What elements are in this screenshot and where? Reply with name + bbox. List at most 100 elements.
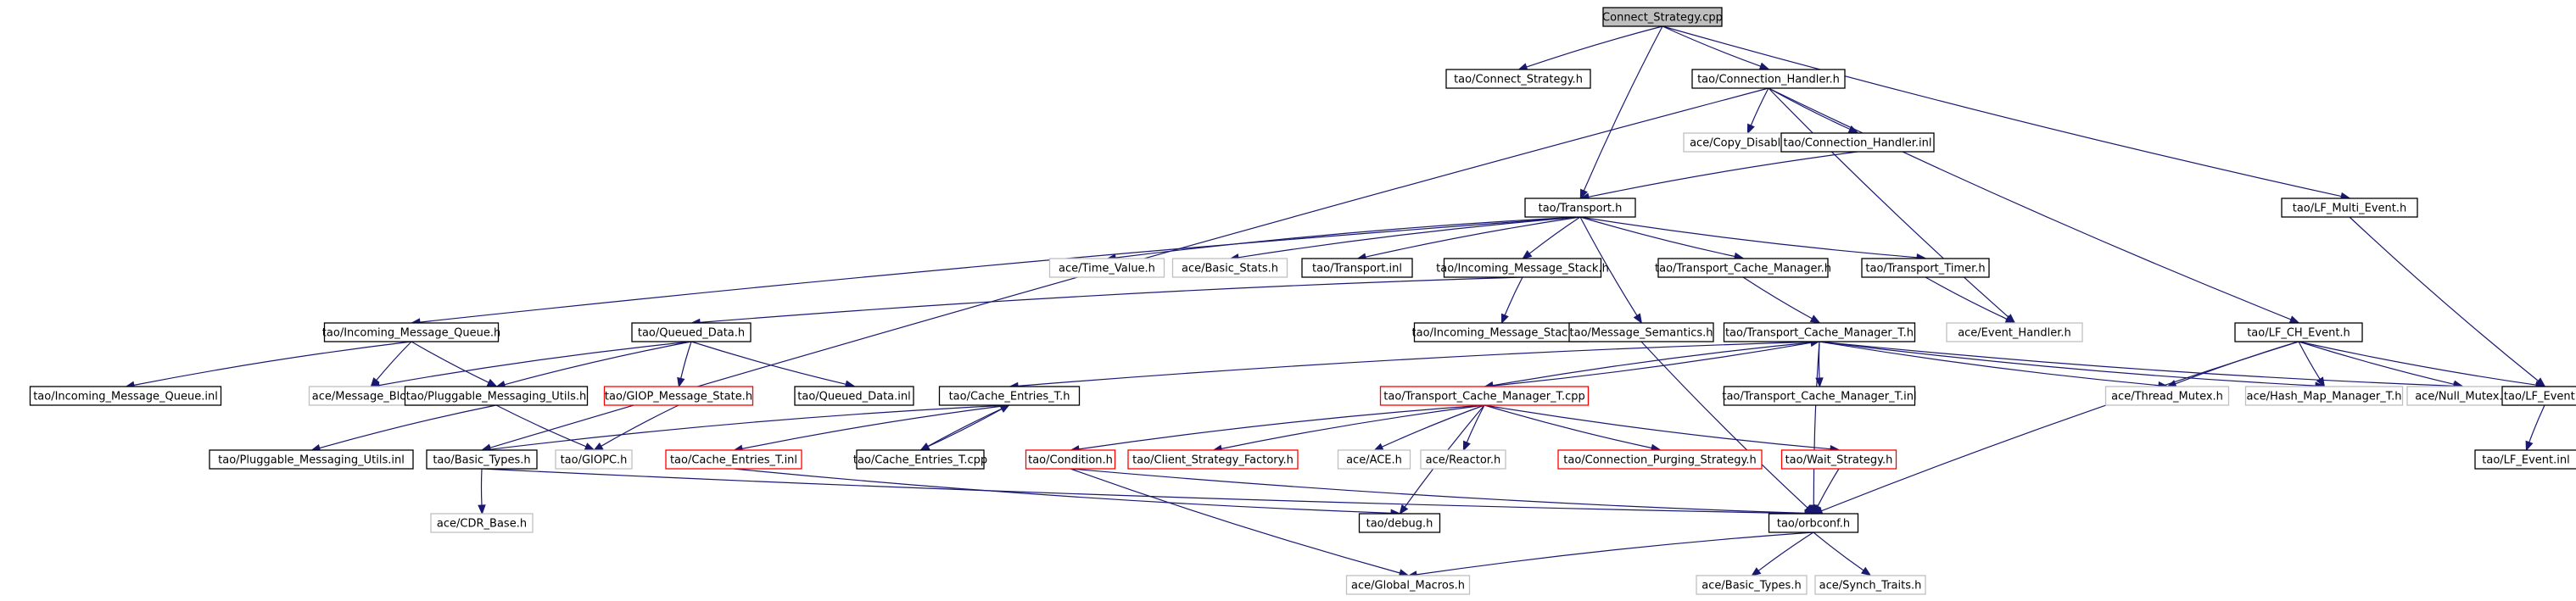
edge-n17-n30 xyxy=(1819,341,2464,391)
node-n33[interactable]: tao/Basic_Types.h xyxy=(426,449,538,470)
edge-line xyxy=(1925,276,2008,320)
node-n25[interactable]: tao/Cache_Entries_T.h xyxy=(938,386,1081,406)
edge-line xyxy=(1115,216,1581,259)
edge-line xyxy=(1070,468,1400,574)
edge-line xyxy=(1768,87,2292,320)
edge-n5-n6 xyxy=(1579,151,1858,201)
node-n16[interactable]: tao/Message_Semantics.h xyxy=(1568,322,1714,342)
node-n11[interactable]: tao/Transport_Cache_Manager.h xyxy=(1655,258,1831,278)
node-label: tao/GIOPC.h xyxy=(561,454,628,467)
node-label: tao/Condition.h xyxy=(1028,454,1113,467)
edge-arrowhead xyxy=(1462,440,1471,452)
edge-n26-n40 xyxy=(1462,404,1485,452)
node-n22[interactable]: tao/Pluggable_Messaging_Utils.h xyxy=(404,386,589,406)
edge-line xyxy=(2298,341,2455,385)
node-box xyxy=(1568,322,1714,342)
node-label: tao/Transport_Cache_Manager.h xyxy=(1655,263,1831,275)
node-n24[interactable]: tao/Queued_Data.inl xyxy=(794,386,914,406)
node-box xyxy=(1768,513,1859,533)
edge-line xyxy=(481,468,1806,515)
node-box xyxy=(1127,449,1299,470)
node-n41[interactable]: tao/Connection_Purging_Strategy.h xyxy=(1557,449,1763,470)
node-n19[interactable]: tao/LF_CH_Event.h xyxy=(2234,322,2363,342)
node-n44: ace/CDR_Base.h xyxy=(430,513,534,533)
node-n27[interactable]: tao/Transport_Cache_Manager_T.inl xyxy=(1722,386,1917,406)
edge-line xyxy=(1588,151,1858,198)
node-label: tao/LF_CH_Event.h xyxy=(2247,327,2350,340)
node-n0[interactable]: Connect_Strategy.cpp xyxy=(1602,7,1723,27)
node-n23[interactable]: tao/GIOP_Message_State.h xyxy=(603,386,754,406)
node-n9[interactable]: tao/Transport.inl xyxy=(1301,258,1413,278)
node-label: tao/Connection_Handler.h xyxy=(1697,74,1840,86)
node-n8: ace/Basic_Stats.h xyxy=(1171,258,1288,278)
edge-n6-n12 xyxy=(1579,216,1927,262)
edge-line xyxy=(2298,341,2321,380)
edge-line xyxy=(601,404,679,447)
edge-line xyxy=(1484,404,1652,449)
node-n35[interactable]: tao/Cache_Entries_T.inl xyxy=(665,449,802,470)
edge-n26-n42 xyxy=(1484,404,1841,454)
node-label: ace/Hash_Map_Manager_T.h xyxy=(2247,391,2402,403)
edge-line xyxy=(690,341,847,385)
node-n38[interactable]: tao/Client_Strategy_Factory.h xyxy=(1127,449,1299,470)
node-n14[interactable]: tao/Queued_Data.h xyxy=(631,322,752,342)
node-n7: ace/Time_Value.h xyxy=(1048,258,1165,278)
node-n26[interactable]: tao/Transport_Cache_Manager_T.cpp xyxy=(1379,386,1590,406)
node-n2[interactable]: tao/Connection_Handler.h xyxy=(1691,69,1846,89)
edge-n0-n2 xyxy=(1662,25,1770,70)
node-n32[interactable]: tao/Pluggable_Messaging_Utils.inl xyxy=(209,449,414,470)
edge-arrowhead xyxy=(1522,250,1533,260)
edge-n35-n45 xyxy=(733,468,1401,518)
node-n17[interactable]: tao/Transport_Cache_Manager_T.h xyxy=(1723,322,1916,342)
node-n15[interactable]: tao/Incoming_Message_Stack.inl xyxy=(1412,322,1591,342)
node-label: tao/Transport_Timer.h xyxy=(1865,263,1985,275)
edge-line xyxy=(1813,531,1864,571)
node-box xyxy=(1524,198,1636,218)
node-n5[interactable]: tao/Connection_Handler.inl xyxy=(1780,132,1935,153)
node-n1[interactable]: tao/Connect_Strategy.h xyxy=(1445,69,1591,89)
node-n46[interactable]: tao/orbconf.h xyxy=(1768,513,1859,533)
node-n42[interactable]: tao/Wait_Strategy.h xyxy=(1780,449,1897,470)
node-n10[interactable]: tao/Incoming_Message_Stack.h xyxy=(1436,258,1609,278)
node-label: ace/Reactor.h xyxy=(1426,454,1501,467)
node-box xyxy=(209,449,414,470)
node-label: tao/Client_Strategy_Factory.h xyxy=(1132,454,1294,467)
node-n21: ace/Message_Block.h xyxy=(308,386,433,406)
node-n6[interactable]: tao/Transport.h xyxy=(1524,198,1636,218)
node-n13[interactable]: tao/Incoming_Message_Queue.h xyxy=(322,322,500,342)
node-label: tao/Basic_Types.h xyxy=(433,454,530,467)
node-box xyxy=(1048,258,1165,278)
node-box xyxy=(426,449,538,470)
node-n43[interactable]: tao/LF_Event.inl xyxy=(2474,449,2576,470)
node-box xyxy=(2501,386,2576,406)
edge-arrowhead xyxy=(2525,440,2534,452)
node-label: ace/Basic_Types.h xyxy=(1702,580,1801,593)
node-n3[interactable]: tao/LF_Multi_Event.h xyxy=(2281,198,2418,218)
node-box xyxy=(1301,258,1413,278)
edge-line xyxy=(1662,25,2342,198)
node-box xyxy=(1171,258,1288,278)
edge-n17-n25 xyxy=(1008,341,1820,391)
node-n45[interactable]: tao/debug.h xyxy=(1358,513,1441,533)
node-label: ace/Time_Value.h xyxy=(1059,263,1155,275)
node-label: tao/LF_Event.h xyxy=(2504,391,2576,403)
edge-n6-n11 xyxy=(1579,216,1745,261)
edge-n13-n20 xyxy=(124,341,412,390)
edge-line xyxy=(1416,531,1814,576)
edge-n26-n41 xyxy=(1484,404,1662,453)
node-label: tao/Transport.h xyxy=(1539,203,1623,215)
node-box xyxy=(794,386,914,406)
edge-arrowhead xyxy=(478,504,486,515)
node-n31[interactable]: tao/LF_Event.h xyxy=(2501,386,2576,406)
edge-arrowhead xyxy=(584,442,595,451)
node-n37[interactable]: tao/Condition.h xyxy=(1025,449,1116,470)
node-label: ace/Synch_Traits.h xyxy=(1819,580,1922,593)
node-n4: ace/Copy_Disabled.h xyxy=(1683,132,1812,153)
node-box xyxy=(1780,449,1897,470)
edge-n19-n29 xyxy=(2298,341,2326,387)
node-n36[interactable]: tao/Cache_Entries_T.cpp xyxy=(853,449,987,470)
node-n20[interactable]: tao/Incoming_Message_Queue.inl xyxy=(29,386,222,406)
node-n28: ace/Thread_Mutex.h xyxy=(2104,386,2230,406)
edge-n46-n47 xyxy=(1406,531,1814,579)
node-n12[interactable]: tao/Transport_Timer.h xyxy=(1861,258,1990,278)
